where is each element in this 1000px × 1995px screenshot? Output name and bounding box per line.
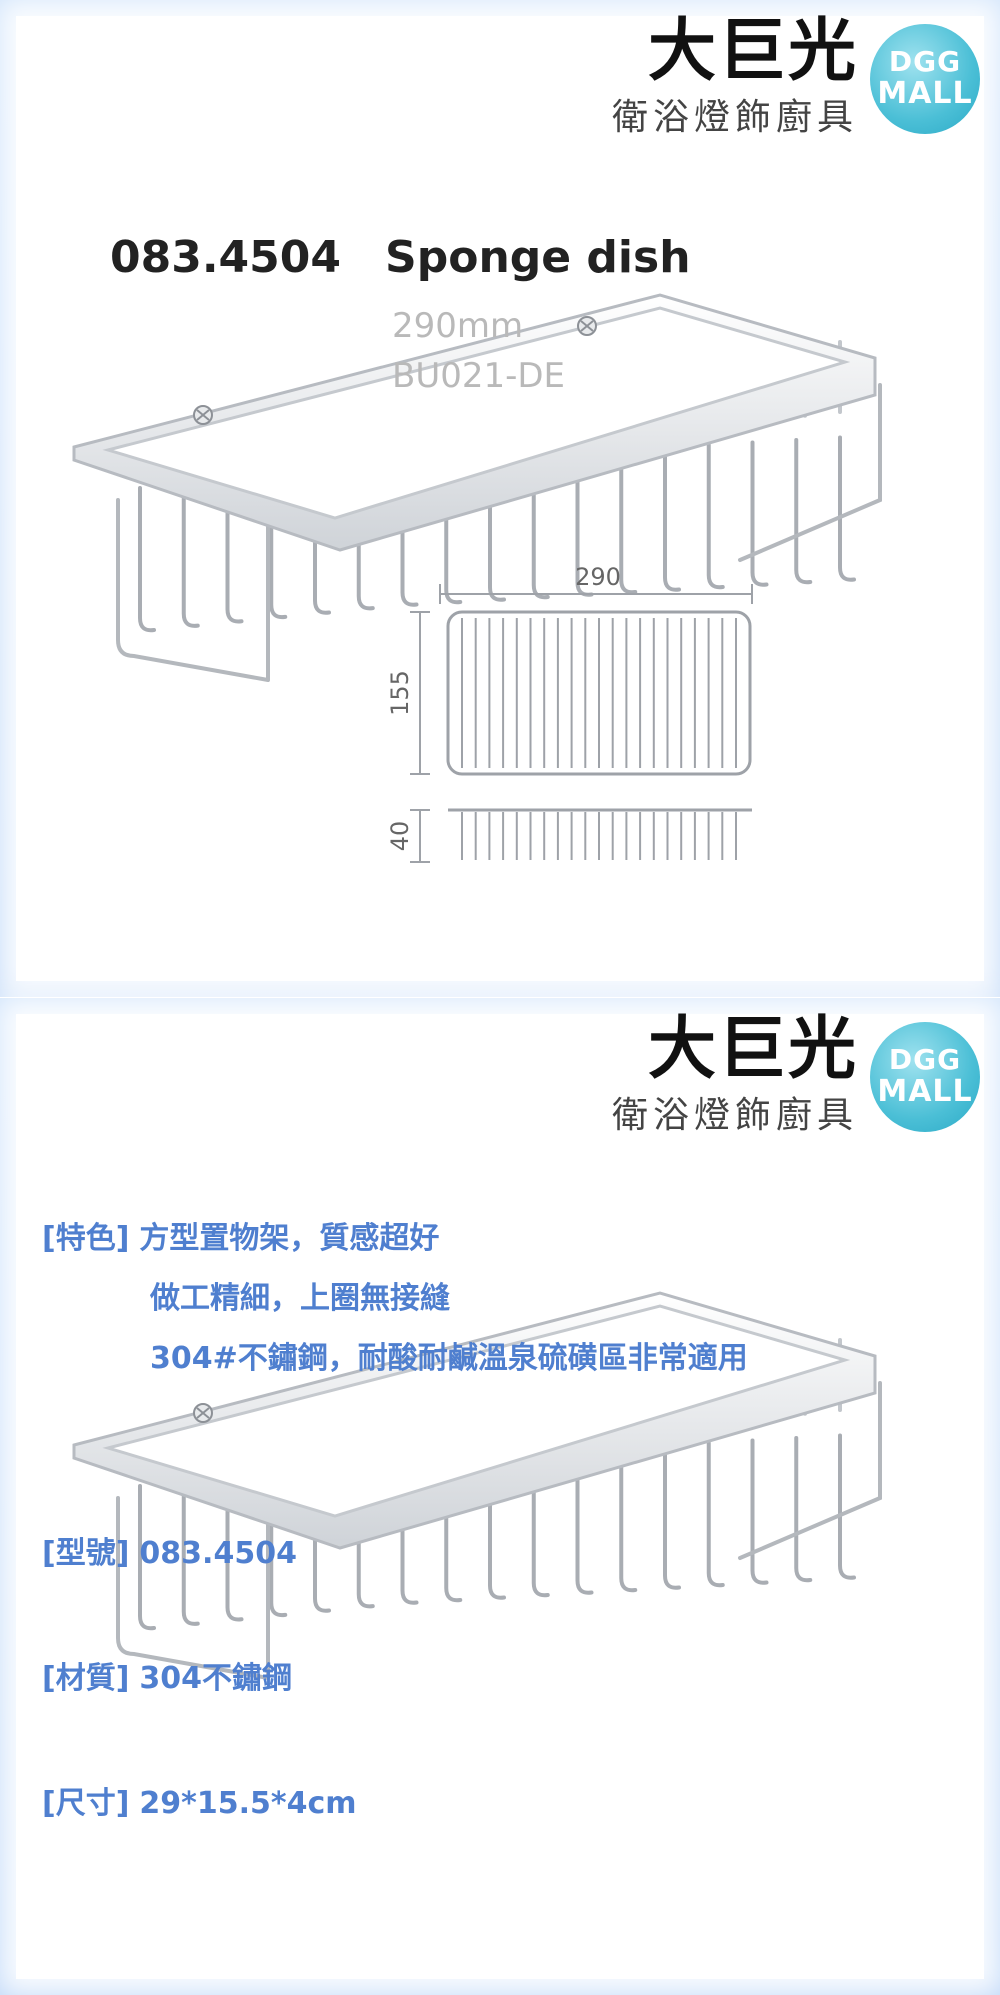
technical-drawing xyxy=(410,584,753,863)
model-title: 083.4504 Sponge dish xyxy=(110,232,691,283)
basket-wire xyxy=(138,486,156,633)
basket-wire xyxy=(356,464,375,611)
basket-wire xyxy=(706,443,725,590)
features-line-1: [特色] 方型置物架，質感超好 xyxy=(42,1213,439,1257)
basket-wire xyxy=(269,472,288,620)
model-code: 083.4504 xyxy=(110,232,342,283)
basket-wire xyxy=(356,1462,375,1609)
material-tag: [材質] xyxy=(42,1661,130,1696)
basket-wire xyxy=(269,1470,288,1618)
basket-wire xyxy=(531,1451,550,1598)
product-panel-bottom: 大巨光 衛浴燈飾廚具 DGG MALL [特色] 方型置物架，質感超好 做工精細，… xyxy=(0,998,1000,1995)
dimension-height-label: 40 xyxy=(386,821,414,852)
brand-subtitle: 衛浴燈飾廚具 xyxy=(611,1095,858,1136)
product-illustration: 290 155 40 xyxy=(72,293,882,863)
basket-wire xyxy=(619,1446,638,1593)
basket-wire xyxy=(313,1466,331,1613)
logo-line-1: DGG xyxy=(888,1043,962,1076)
basket-wire xyxy=(663,445,681,592)
model-tag: [型號] xyxy=(42,1536,130,1571)
product-panel-top: 大巨光 衛浴燈飾廚具 DGG MALL xyxy=(0,0,1000,997)
basket-wire xyxy=(794,1436,813,1583)
material-value: 304不鏽鋼 xyxy=(139,1661,293,1696)
basket-wire xyxy=(794,438,813,585)
brand-name: 大巨光 xyxy=(647,12,858,91)
basket-wire xyxy=(838,1433,856,1580)
material-line: [材質] 304不鏽鋼 xyxy=(42,1653,292,1697)
logo-line-1: DGG xyxy=(888,45,962,78)
brand-name: 大巨光 xyxy=(647,1010,858,1089)
spec-sku: BU021-DE xyxy=(392,356,566,396)
basket-wire xyxy=(488,1453,506,1600)
model-value: 083.4504 xyxy=(139,1536,297,1571)
dimension-depth-label: 155 xyxy=(386,670,414,716)
basket-wire xyxy=(750,1438,769,1585)
basket-rim xyxy=(72,1291,877,1550)
basket-wire xyxy=(400,460,419,607)
brand-subtitle: 衛浴燈飾廚具 xyxy=(611,97,858,138)
basket-wire xyxy=(225,1475,244,1622)
features-line-2: 做工精細，上圈無接縫 xyxy=(150,1281,450,1316)
basket-wire xyxy=(181,481,200,628)
basket-wire xyxy=(706,1441,725,1588)
basket-wire xyxy=(619,448,638,595)
product-name: Sponge dish xyxy=(385,232,691,283)
basket-wire xyxy=(313,468,331,615)
size-line: [尺寸] 29*15.5*4cm xyxy=(42,1778,356,1822)
basket-wire xyxy=(400,1458,419,1605)
size-value: 29*15.5*4cm xyxy=(139,1786,357,1821)
dgg-mall-logo: DGG MALL xyxy=(870,24,980,134)
basket-wire xyxy=(488,455,506,602)
basket-wire xyxy=(575,1448,594,1595)
feature-text: 方型置物架，質感超好 xyxy=(139,1221,440,1256)
product-illustration xyxy=(72,1291,882,1680)
dgg-mall-logo: DGG MALL xyxy=(870,1022,980,1132)
basket-wire xyxy=(663,1443,681,1590)
brand-block: 大巨光 衛浴燈飾廚具 DGG MALL xyxy=(588,12,980,152)
spec-size: 290mm xyxy=(392,306,524,346)
logo-line-2: MALL xyxy=(877,76,973,111)
basket-wire xyxy=(444,1456,463,1603)
basket-wire xyxy=(225,477,244,624)
model-line: [型號] 083.4504 xyxy=(42,1528,297,1572)
features-line-3: 304#不鏽鋼，耐酸耐鹹溫泉硫磺區非常適用 xyxy=(150,1341,748,1376)
features-tag: [特色] xyxy=(42,1221,130,1256)
basket-wire xyxy=(181,1479,200,1626)
brand-block: 大巨光 衛浴燈飾廚具 DGG MALL xyxy=(588,1010,980,1150)
basket-wire xyxy=(444,458,463,605)
basket-wire xyxy=(838,435,856,582)
logo-line-2: MALL xyxy=(877,1074,973,1109)
size-tag: [尺寸] xyxy=(42,1786,130,1821)
basket-wire xyxy=(138,1484,156,1631)
dimension-width-label: 290 xyxy=(575,563,621,591)
basket-wire xyxy=(750,440,769,587)
basket-rim xyxy=(72,293,877,552)
